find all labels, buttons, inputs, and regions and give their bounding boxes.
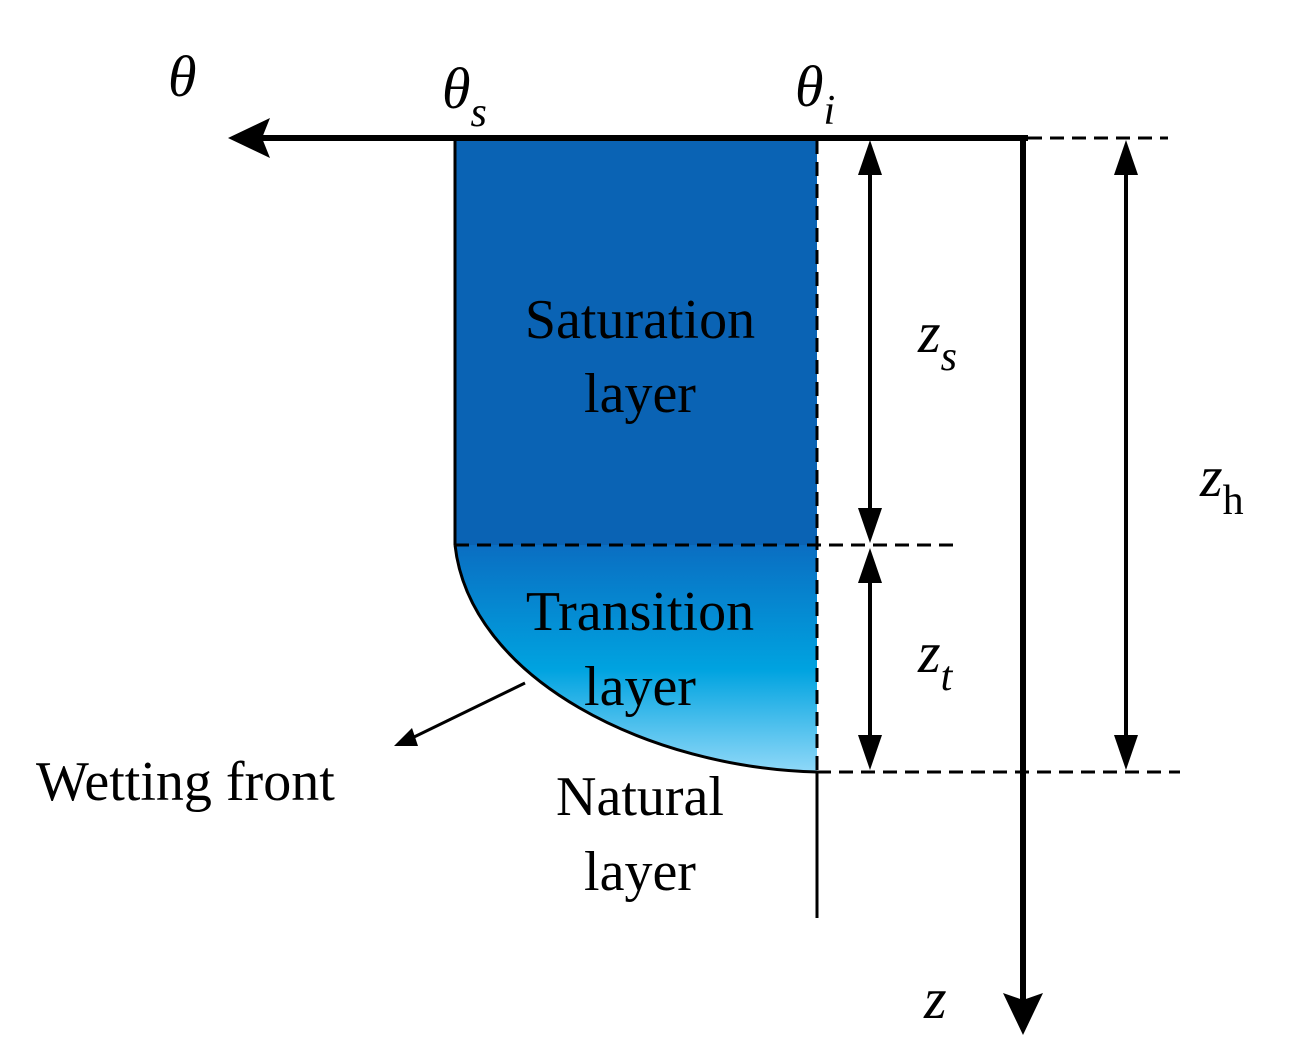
zt-label: zt [917,620,954,700]
transition-layer-region [455,545,817,772]
zs-label: zs [917,300,957,380]
wetting-front-label: Wetting front [36,751,335,813]
natural-layer-label-line2: layer [584,841,696,903]
transition-layer-label-line1: Transition [526,581,754,643]
zh-label: zh [1199,444,1244,524]
zs-arrow-bottom [858,508,882,543]
zt-arrow-bottom [858,735,882,770]
theta-s-label: θs [442,56,487,136]
theta-i-label: θi [795,54,835,134]
z-axis-label: z [923,966,947,1031]
theta-axis-label: θ [168,44,197,109]
saturation-layer-region [455,138,817,545]
saturation-layer-label-line2: layer [584,363,696,425]
zs-arrow-top [858,140,882,175]
z-axis-arrowhead [1003,993,1043,1035]
theta-axis-arrowhead [228,118,270,158]
wetting-front-pointer [411,681,526,740]
natural-layer-label-line1: Natural [556,766,724,828]
transition-layer-label-line2: layer [584,656,696,718]
wetting-front-curve [453,544,818,774]
zt-arrow-top [858,548,882,583]
saturation-layer-label-line1: Saturation [525,289,755,351]
zh-arrow-bottom [1114,735,1138,770]
wetting-front-pointer-arrowhead [394,728,418,746]
zh-arrow-top [1114,140,1138,175]
